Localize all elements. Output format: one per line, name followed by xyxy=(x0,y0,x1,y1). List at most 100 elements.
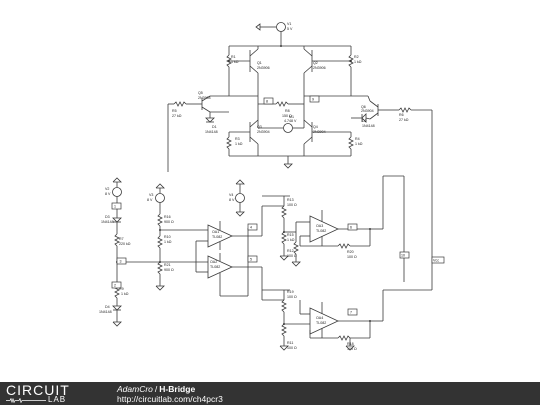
m1-voltmeter xyxy=(283,123,293,133)
label-v3: V3 xyxy=(149,193,153,197)
label-r15v: 1 kΩ xyxy=(287,238,295,242)
label-q2: Q2 xyxy=(313,61,318,65)
label-r9v: 1 kΩ xyxy=(121,292,129,296)
label-d2: D2 xyxy=(362,119,367,123)
title-separator: / xyxy=(154,384,158,394)
label-q4v: 2N3904 xyxy=(313,130,326,134)
label-r5v: 27 kΩ xyxy=(172,114,182,118)
label-r4: R4 xyxy=(355,137,360,141)
net-flag-1 xyxy=(111,202,122,210)
net-flag-2 xyxy=(111,281,122,289)
oa2-opamp xyxy=(207,255,233,279)
circuitlab-logo[interactable]: CIRCUIT LAB xyxy=(4,383,92,404)
label-oa2: OA2 xyxy=(210,260,217,264)
r12-resistor xyxy=(293,241,299,255)
author-name[interactable]: AdamCro xyxy=(117,384,153,394)
r8-resistor xyxy=(275,101,289,107)
label-r18v: 100 Ω xyxy=(347,347,357,351)
label-r18: R18 xyxy=(347,342,354,346)
d4-diode xyxy=(112,305,122,311)
label-oa2v: TL082 xyxy=(210,265,220,269)
label-oa4v: TL082 xyxy=(316,321,326,325)
label-d4v: 1N4148 xyxy=(99,310,112,314)
label-v1: V1 xyxy=(287,22,291,26)
label-v1v: 5 V xyxy=(287,27,293,31)
label-d4: D4 xyxy=(105,305,110,309)
label-r2: R2 xyxy=(354,55,359,59)
label-q6: Q6 xyxy=(361,105,366,109)
r10-resistor xyxy=(157,235,163,249)
label-n9: 9 xyxy=(312,98,314,102)
label-r1: R1 xyxy=(231,55,236,59)
label-r8v: 150 Ω xyxy=(282,114,292,118)
circuit-title: H-Bridge xyxy=(159,384,196,394)
net-flag-10 xyxy=(399,251,410,259)
label-v4v: 8 V xyxy=(229,198,235,202)
oa4-opamp xyxy=(309,307,339,335)
v4-source xyxy=(235,193,245,203)
label-q6v: 2N3904 xyxy=(361,109,374,113)
label-r3v: 1 kΩ xyxy=(235,142,243,146)
r20-resistor xyxy=(337,243,351,249)
label-n8: 8 xyxy=(266,100,268,104)
label-r6v: 27 kΩ xyxy=(399,118,409,122)
footer-bar: CIRCUIT LAB AdamCro/H-Bridge http://circ… xyxy=(0,382,540,405)
v3-source xyxy=(155,193,165,203)
r11-resistor xyxy=(281,323,287,337)
label-r6: R6 xyxy=(399,113,404,117)
label-d1: D1 xyxy=(212,125,217,129)
label-n4: 4 xyxy=(250,226,252,230)
circuit-title-line: AdamCro/H-Bridge xyxy=(117,384,195,394)
label-q4: Q4 xyxy=(313,125,318,129)
v1-source xyxy=(276,22,286,32)
r6-resistor xyxy=(398,107,412,113)
label-n7: 7 xyxy=(350,311,352,315)
label-r16: R16 xyxy=(164,215,171,219)
net-flag-9 xyxy=(309,95,320,103)
label-q2v: 2N3906 xyxy=(313,66,326,70)
label-r20: R20 xyxy=(347,250,354,254)
label-r9: R9 xyxy=(119,287,124,291)
circuit-url[interactable]: http://circuitlab.com/ch4pcr3 xyxy=(117,394,223,404)
net-flag-3 xyxy=(116,257,127,265)
label-r12: R12 xyxy=(287,249,294,253)
label-r5: R5 xyxy=(172,109,177,113)
label-r10: R10 xyxy=(164,235,171,239)
label-oa4: OA4 xyxy=(316,316,323,320)
r19-resistor xyxy=(281,299,287,313)
label-n3: 3 xyxy=(120,260,122,264)
label-d1v: 1N4148 xyxy=(205,130,218,134)
logo-waveform-icon xyxy=(6,398,46,403)
label-r3: R3 xyxy=(235,137,240,141)
r16-resistor xyxy=(157,213,163,227)
label-r2v: 1 kΩ xyxy=(354,60,362,64)
label-r13v: 100 Ω xyxy=(287,203,297,207)
label-n1: 1 xyxy=(114,205,116,209)
net-flag-7 xyxy=(347,308,358,316)
label-d3v: 1N4148 xyxy=(101,220,114,224)
label-n6: 6 xyxy=(350,226,352,230)
net-flag-vcc xyxy=(431,256,445,264)
r1-resistor xyxy=(226,54,232,68)
label-oa3: OA3 xyxy=(316,224,323,228)
label-r7: R7 xyxy=(119,237,124,241)
label-r4v: 1 kΩ xyxy=(355,142,363,146)
label-r7v: 220 kΩ xyxy=(119,242,131,246)
label-q5v: 2N3904 xyxy=(198,96,211,100)
label-m1v: 4.748 V xyxy=(284,119,297,123)
r21-resistor xyxy=(157,261,163,275)
label-d3: D3 xyxy=(105,215,110,219)
v2-source xyxy=(112,187,122,197)
label-r11: R11 xyxy=(287,341,293,345)
label-q5: Q5 xyxy=(198,91,203,95)
net-flag-4 xyxy=(247,223,258,231)
label-q3v: 2N3904 xyxy=(257,130,270,134)
label-r15: R15 xyxy=(287,233,294,237)
label-r19v: 100 Ω xyxy=(287,295,297,299)
label-n5: 5 xyxy=(250,258,252,262)
label-q1v: 2N3906 xyxy=(257,66,270,70)
net-flag-5 xyxy=(247,255,258,263)
label-r1v: 1 kΩ xyxy=(231,60,239,64)
label-r8: R8 xyxy=(285,109,290,113)
